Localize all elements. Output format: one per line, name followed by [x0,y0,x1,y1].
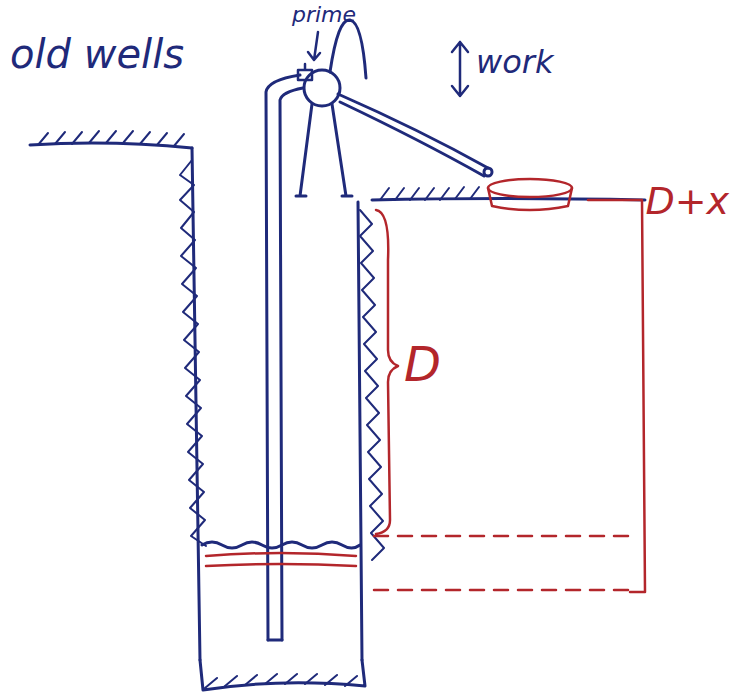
dashed-level [374,589,628,592]
part-label: prime [292,4,356,26]
pipe-end [268,639,282,642]
ground-hatch [38,131,184,146]
bucket [488,188,572,210]
bottom-hatch [205,674,357,688]
heading-note: old wells [10,34,184,74]
spout-tip [484,168,492,176]
work-arrow [452,42,468,96]
dimension-label: D [404,340,441,388]
pump-handle [330,20,366,78]
dimension-label: D+x [645,182,729,220]
pipe [280,88,303,640]
wall-texture [360,210,384,560]
water-level [206,553,356,556]
pump-legs [296,104,352,196]
dashed-level [374,535,630,538]
wall-texture [180,160,206,546]
prime-cap [298,64,312,80]
well-wall [358,202,362,660]
well-bottom [200,660,365,690]
pump-body [304,70,340,106]
depth-brace [376,210,398,534]
depth-bracket [588,200,645,592]
part-label: work [476,46,553,78]
prime-arrow [308,32,320,60]
pump-spout [338,94,488,176]
bucket-rim [488,179,572,197]
ground-hatch [380,187,479,200]
water-level [206,564,356,566]
